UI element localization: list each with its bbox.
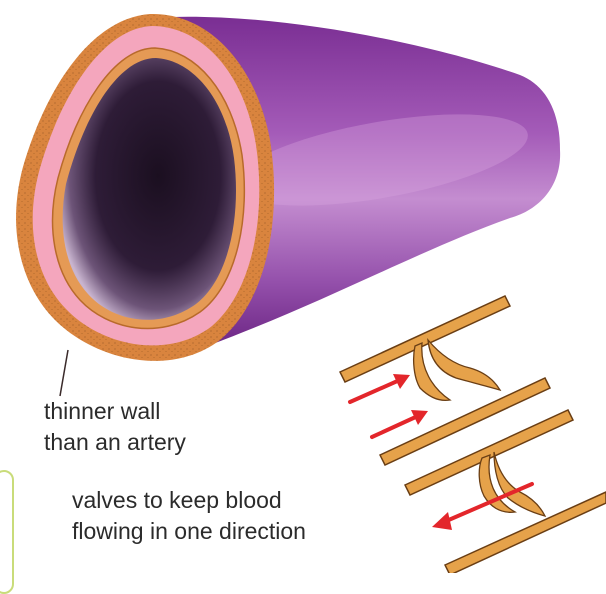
wall-leader-line xyxy=(60,350,68,396)
blood-flow-arrow-2 xyxy=(372,410,428,437)
wall-label: thinner wall than an artery xyxy=(44,396,186,458)
wall-label-line-1: thinner wall xyxy=(44,396,186,427)
valve-label-line-2: flowing in one direction xyxy=(72,516,306,547)
valve-label-line-1: valves to keep blood xyxy=(72,485,306,516)
valve-bottom-flap xyxy=(479,452,545,516)
valve-label: valves to keep blood flowing in one dire… xyxy=(72,485,306,547)
side-bracket xyxy=(0,470,14,594)
valve-top-flap xyxy=(414,340,500,400)
wall-label-line-2: than an artery xyxy=(44,427,186,458)
blood-flow-arrow-1 xyxy=(350,374,410,402)
